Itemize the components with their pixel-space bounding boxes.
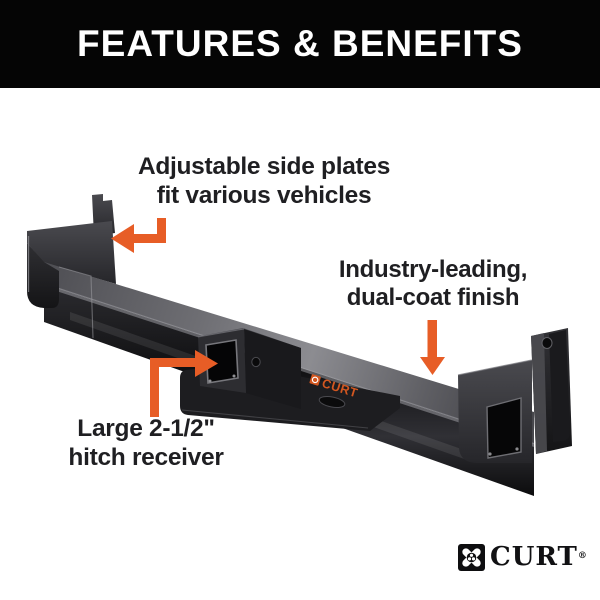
right-plate-top-edge [457, 359, 533, 376]
registered-mark: ® [577, 551, 588, 561]
page-title: FEATURES & BENEFITS [77, 23, 523, 64]
bracket-slot-hole-2 [318, 396, 346, 408]
right-plate-screw-left [488, 452, 492, 456]
receiver-pin-hole [251, 356, 261, 368]
left-plate-face [27, 221, 116, 284]
curt-compass-icon [458, 544, 485, 571]
brand-logo: CURT® [458, 544, 588, 571]
right-channel-shadow [549, 330, 570, 442]
receiver-screw-right [232, 374, 236, 378]
tube-logo-icon [309, 374, 321, 386]
header-bar: FEATURES & BENEFITS [0, 0, 600, 88]
annotation-finish-line1: Industry-leading, [338, 256, 528, 283]
arrow-right-icon [150, 350, 218, 417]
arrow-down-icon [420, 320, 445, 375]
right-tube-opening [486, 397, 522, 459]
arrow-right-head [195, 350, 218, 377]
left-plate-lobe [27, 236, 94, 339]
curt-wordmark: CURT® [490, 544, 588, 571]
arrow-left-head [111, 224, 134, 253]
right-channel-hole [541, 337, 553, 349]
annotation-side-plates: Adjustable side plates fit various vehic… [78, 153, 450, 210]
annotation-receiver: Large 2-1/2" hitch receiver [26, 414, 266, 472]
arrow-down-head [420, 357, 445, 375]
annotation-side-plates-line2: fit various vehicles [156, 181, 372, 209]
right-plate-screw-right [515, 447, 519, 451]
receiver-opening [205, 339, 239, 384]
annotation-finish-line2: dual-coat finish [346, 284, 520, 311]
annotation-finish: Industry-leading, dual-coat finish [288, 256, 578, 312]
annotation-receiver-line2: hitch receiver [68, 444, 224, 471]
curt-wordmark-text: CURT [490, 542, 578, 572]
receiver-screw-left [208, 379, 212, 383]
arrow-right-shaft [150, 358, 196, 417]
receiver-side-face [244, 329, 301, 409]
arrow-down-shaft [427, 320, 437, 359]
right-side-plate [457, 328, 572, 463]
receiver-assembly [180, 328, 400, 431]
annotation-side-plates-line1: Adjustable side plates [137, 153, 391, 180]
arrow-left-icon [111, 218, 166, 253]
receiver-top-edge [197, 328, 245, 338]
right-channel-inner-face [531, 333, 547, 454]
weld-seam [58, 266, 94, 339]
tube-logo-icon-detail [311, 376, 319, 384]
bracket-edge-highlight [181, 409, 369, 429]
left-plate-rounded-end [27, 237, 59, 308]
arrow-left-shaft [134, 218, 166, 243]
left-side-plate [27, 194, 116, 284]
annotation-receiver-line1: Large 2-1/2" [77, 415, 215, 442]
